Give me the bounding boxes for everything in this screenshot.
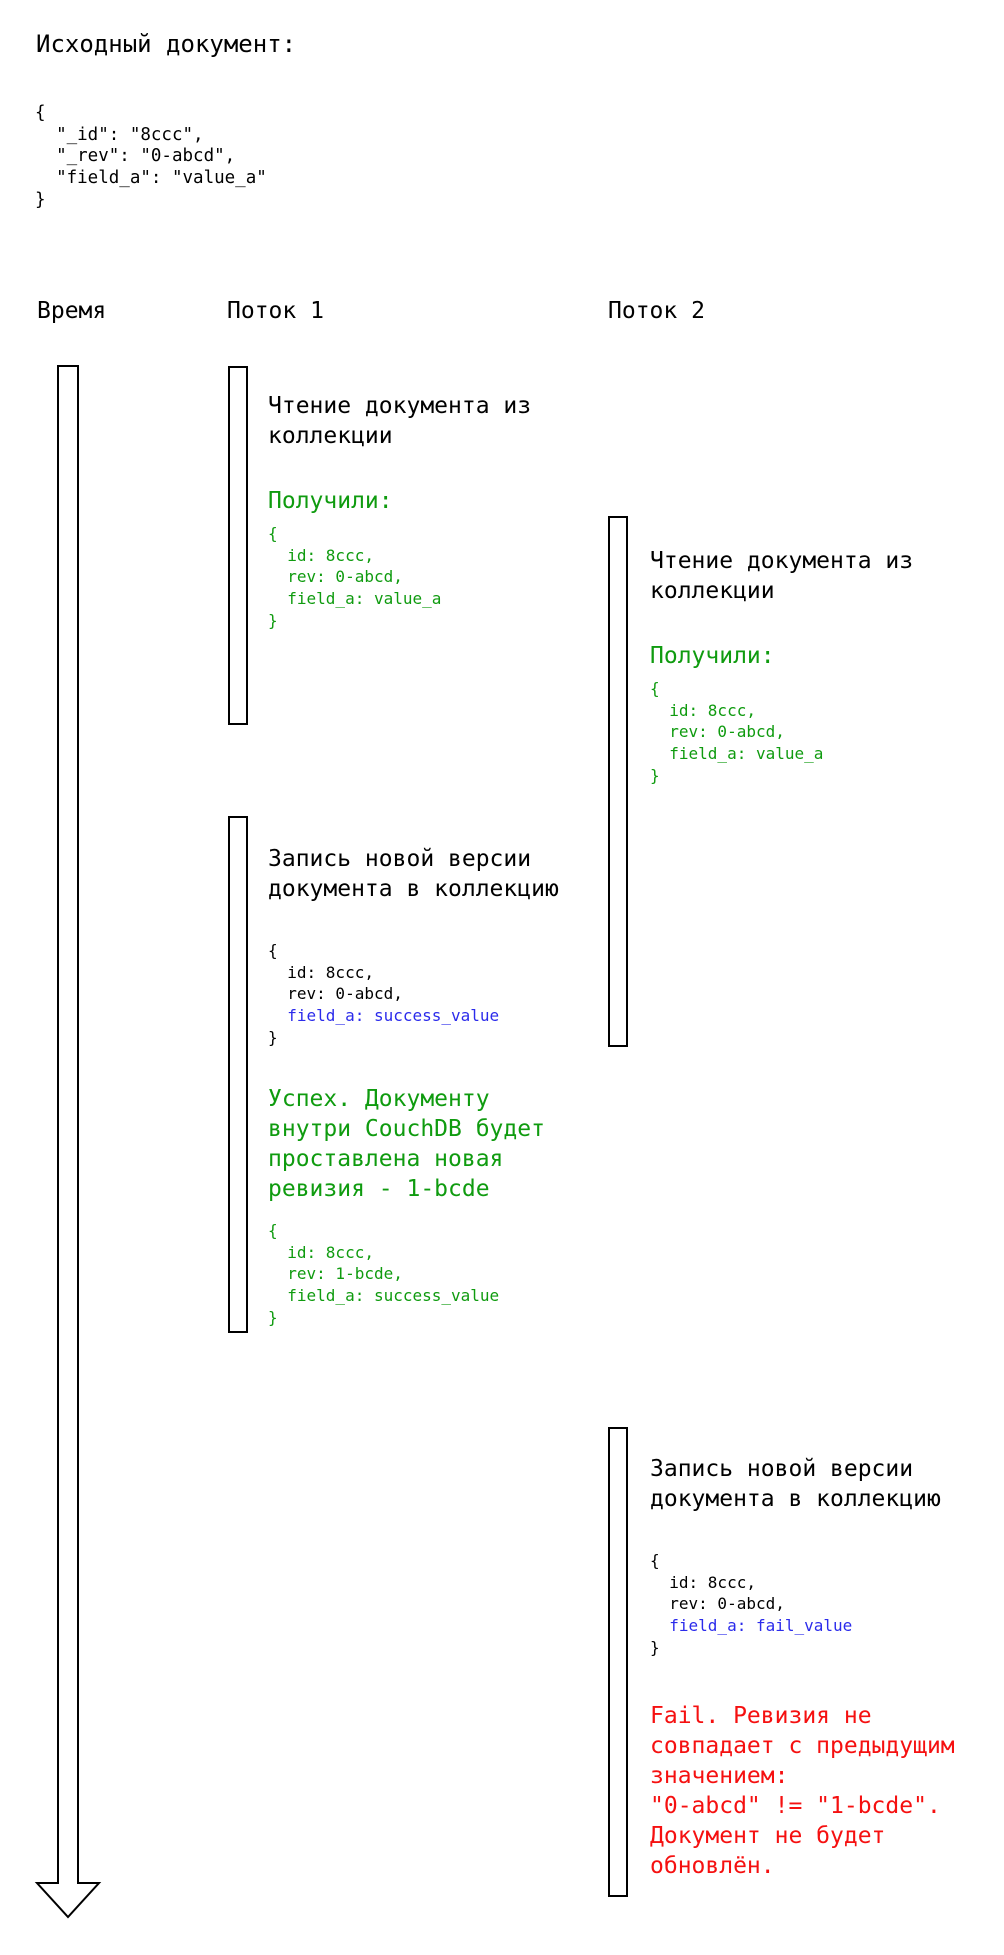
thread2-column-label: Поток 2 bbox=[608, 298, 705, 324]
code-line: rev: 1-bcde, bbox=[268, 1264, 403, 1284]
code-line: field_a: success_value bbox=[268, 1286, 500, 1306]
code-line: rev: 0-abcd, bbox=[268, 567, 403, 587]
thread1-read-result-code: { id: 8ccc, rev: 0-abcd, field_a: value_… bbox=[268, 523, 441, 632]
code-line: "field_a": "value_a" bbox=[35, 168, 267, 189]
code-line: { bbox=[268, 941, 278, 960]
code-line: { bbox=[268, 1221, 278, 1240]
code-line: id: 8ccc, bbox=[650, 1572, 756, 1592]
code-line: } bbox=[650, 1637, 660, 1657]
thread1-read-action-text: Чтение документа из коллекции bbox=[268, 393, 532, 449]
thread1-column-label: Поток 1 bbox=[227, 298, 324, 324]
code-line: rev: 0-abcd, bbox=[268, 984, 403, 1004]
thread1-success-result-code: { id: 8ccc, rev: 1-bcde, field_a: succes… bbox=[268, 1220, 499, 1329]
code-line: } bbox=[650, 765, 660, 785]
thread2-read-action-text: Чтение документа из коллекции bbox=[650, 548, 914, 604]
code-line: rev: 0-abcd, bbox=[650, 1594, 785, 1614]
time-column-label: Время bbox=[37, 298, 107, 324]
thread2-read-result-label: Получили: bbox=[650, 643, 775, 669]
thread2-fail-note: Fail. Ревизия не совпадает с предыдущим … bbox=[650, 1703, 955, 1879]
code-line: field_a: success_value bbox=[268, 1006, 500, 1026]
code-line: } bbox=[268, 610, 278, 630]
code-line: } bbox=[35, 189, 46, 210]
thread1-write-action-text: Запись новой версии документа в коллекци… bbox=[268, 846, 559, 902]
thread2-read-result-code: { id: 8ccc, rev: 0-abcd, field_a: value_… bbox=[650, 678, 823, 787]
source-json-code: { "_id": "8ccc", "_rev": "0-abcd", "fiel… bbox=[35, 103, 267, 212]
thread2-write-request-code: { id: 8ccc, rev: 0-abcd, field_a: fail_v… bbox=[650, 1550, 852, 1659]
code-line: } bbox=[268, 1307, 278, 1327]
code-line: id: 8ccc, bbox=[268, 962, 374, 982]
code-line: rev: 0-abcd, bbox=[650, 722, 785, 742]
code-line: id: 8ccc, bbox=[650, 700, 756, 720]
code-line: { bbox=[268, 524, 278, 543]
thread1-activation-bar-2 bbox=[228, 816, 248, 1333]
code-line: } bbox=[268, 1027, 278, 1047]
thread1-read-result-label: Получили: bbox=[268, 488, 393, 514]
code-line: "_rev": "0-abcd", bbox=[35, 146, 236, 167]
code-line: id: 8ccc, bbox=[268, 545, 374, 565]
page-title: Исходный документ: bbox=[36, 30, 297, 58]
thread1-activation-bar-1 bbox=[228, 366, 248, 725]
code-line: field_a: fail_value bbox=[650, 1616, 853, 1636]
code-line: field_a: value_a bbox=[268, 589, 442, 609]
thread1-success-note: Успех. Документу внутри CouchDB будет пр… bbox=[268, 1086, 545, 1202]
code-line: { bbox=[650, 679, 660, 698]
code-line: id: 8ccc, bbox=[268, 1242, 374, 1262]
thread2-write-action-text: Запись новой версии документа в коллекци… bbox=[650, 1456, 941, 1512]
code-line: { bbox=[650, 1551, 660, 1570]
code-line: { bbox=[35, 103, 46, 123]
thread2-activation-bar-1 bbox=[608, 516, 628, 1047]
code-line: field_a: value_a bbox=[650, 744, 824, 764]
thread2-activation-bar-2 bbox=[608, 1427, 628, 1897]
thread1-write-request-code: { id: 8ccc, rev: 0-abcd, field_a: succes… bbox=[268, 940, 499, 1049]
code-line: "_id": "8ccc", bbox=[35, 124, 204, 145]
